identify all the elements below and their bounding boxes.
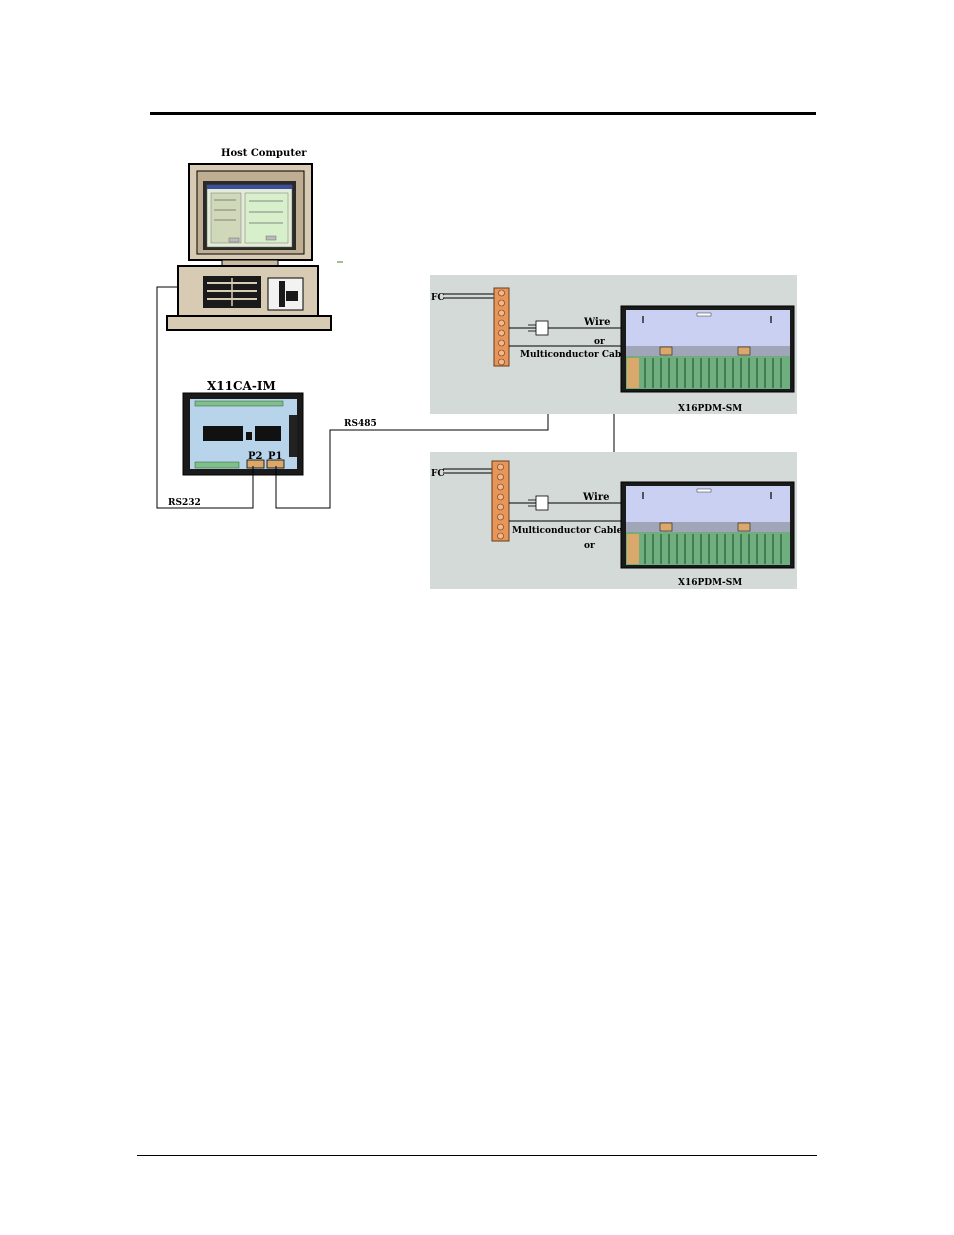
field-panel-2: FC Wire or Multiconductor Cable <box>430 452 797 589</box>
screen-title-bar <box>207 185 292 189</box>
field-panel-2-wire-label: Wire <box>582 492 609 503</box>
rs485-label: RS485 <box>344 419 377 429</box>
field-panel-2-rack <box>620 481 795 569</box>
field-panel-1-terminal-block <box>493 287 510 367</box>
field-panel-2-fc-label: FC <box>431 469 445 479</box>
controller-side-bracket <box>289 415 297 457</box>
field-panel-2-cable-label: Multiconductor Cable <box>512 526 623 536</box>
port-p1-label: P1 <box>268 451 282 462</box>
field-panel-1: FC Wire or Multiconductor Cable <box>430 275 797 414</box>
port-p2 <box>246 459 265 469</box>
footer-rule <box>137 1155 817 1156</box>
rs232-label: RS232 <box>168 498 201 508</box>
controller-x11ca-im: X11CA-IM P2 P1 <box>182 379 304 476</box>
host-computer: Host Computer <box>166 148 343 331</box>
computer-base <box>166 315 332 331</box>
screen-panel-right <box>244 192 289 244</box>
controller-chip-right <box>255 426 281 441</box>
field-panel-1-fc-label: FC <box>431 293 445 303</box>
screen-panel-left <box>210 192 242 244</box>
controller-chip-small <box>246 432 252 440</box>
controller-top-connector <box>194 400 284 407</box>
controller-chip-left <box>203 426 243 441</box>
field-panel-2-terminal-block <box>491 460 510 542</box>
host-computer-label: Host Computer <box>221 148 307 159</box>
port-p2-label: P2 <box>248 451 263 462</box>
field-panel-1-wire-symbol <box>535 320 549 336</box>
field-panel-1-wire-label: Wire <box>583 317 610 328</box>
controller-label: X11CA-IM <box>207 379 276 393</box>
field-panel-1-or-label: or <box>594 337 605 347</box>
field-panel-2-module-label: X16PDM-SM <box>678 578 742 588</box>
controller-bottom-strip <box>194 461 240 469</box>
field-panel-2-wire-symbol <box>535 495 549 511</box>
field-panel-1-cable-label: Multiconductor Cable <box>520 350 631 360</box>
rs232-cable <box>156 286 254 509</box>
field-panel-2-or-label: or <box>584 541 595 551</box>
header-rule <box>150 112 816 115</box>
field-panel-1-rack <box>620 305 795 393</box>
field-panel-1-module-label: X16PDM-SM <box>678 404 742 414</box>
